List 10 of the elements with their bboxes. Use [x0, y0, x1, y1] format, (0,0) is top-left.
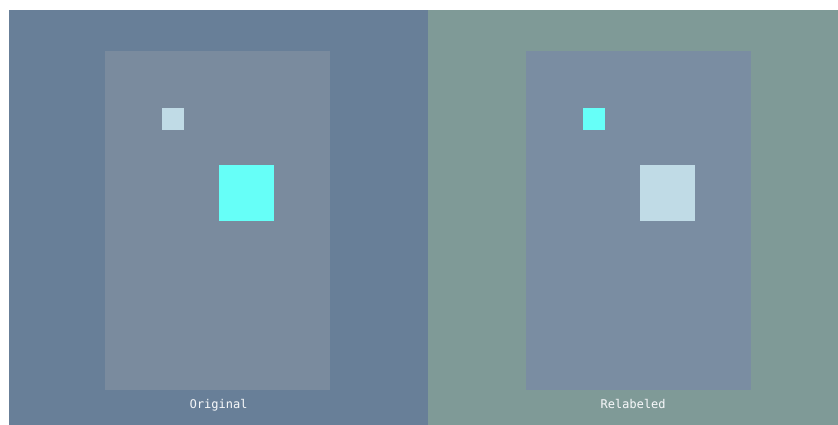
panel-caption: Original: [190, 397, 248, 411]
large-square: [640, 165, 695, 221]
small-square: [162, 108, 184, 130]
inner-rectangle: [526, 51, 751, 390]
large-square: [219, 165, 274, 221]
panel: [428, 10, 838, 425]
small-square: [583, 108, 605, 130]
panel: [9, 10, 428, 425]
inner-rectangle: [105, 51, 330, 390]
panel-caption: Relabeled: [600, 397, 666, 411]
